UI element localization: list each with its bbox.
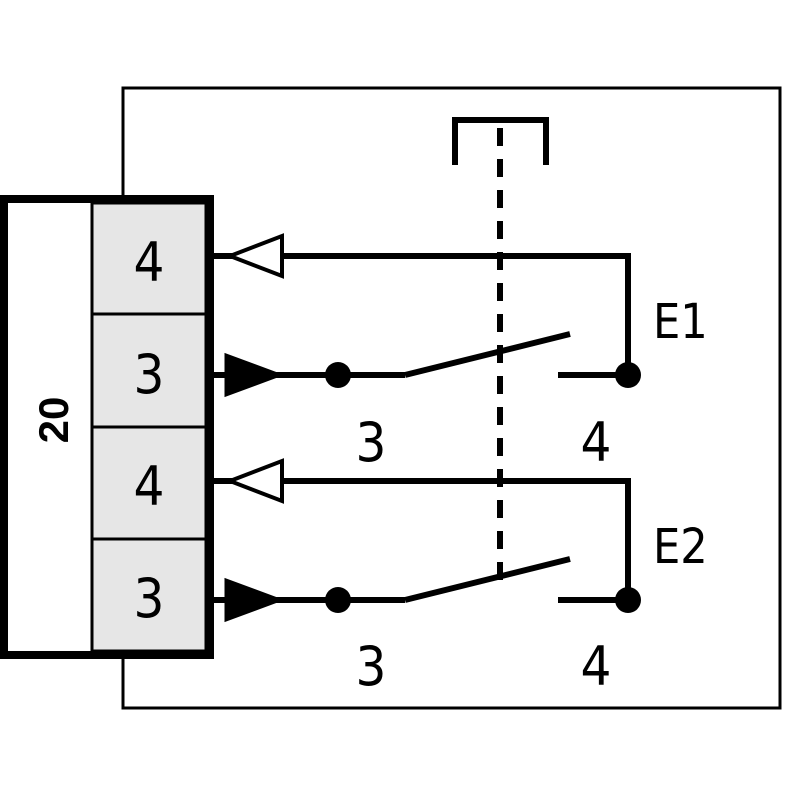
connector-block: 4 3 4 3 20 xyxy=(0,195,214,659)
contact-e2: E2 3 4 xyxy=(212,458,708,698)
pin-label-4: 3 xyxy=(134,567,165,630)
e1-terminal-dot-left xyxy=(325,362,351,388)
e2-terminal-right: 4 xyxy=(581,635,612,698)
pin-label-1: 4 xyxy=(134,231,165,294)
e2-terminal-dot-left xyxy=(325,587,351,613)
pin-label-3: 4 xyxy=(134,455,165,518)
e1-return-wire xyxy=(212,253,631,375)
e1-terminal-left: 3 xyxy=(356,411,387,474)
e2-switch-blade xyxy=(404,556,571,603)
switch-housing xyxy=(121,86,782,710)
e2-output-arrow xyxy=(224,458,284,504)
pin-label-2: 3 xyxy=(134,343,165,406)
e2-terminal-dot-right xyxy=(615,587,641,613)
e2-terminal-left: 3 xyxy=(356,635,387,698)
contact-e1: E1 3 4 xyxy=(212,233,708,474)
e2-return-wire xyxy=(212,478,631,600)
e1-input-arrow xyxy=(224,352,285,398)
e1-terminal-right: 4 xyxy=(581,411,612,474)
pin-cell-4 xyxy=(90,537,208,653)
e2-input-arrow xyxy=(224,577,285,623)
pin-cell-1 xyxy=(90,201,208,316)
e1-switch-blade xyxy=(404,331,571,378)
e2-label: E2 xyxy=(653,519,708,575)
e1-output-arrow xyxy=(224,233,284,279)
e1-label: E1 xyxy=(653,294,708,350)
connector-number: 20 xyxy=(30,397,77,444)
actuator-bracket xyxy=(452,117,549,165)
pin-cell-3 xyxy=(90,425,208,541)
e1-terminal-dot-right xyxy=(615,362,641,388)
